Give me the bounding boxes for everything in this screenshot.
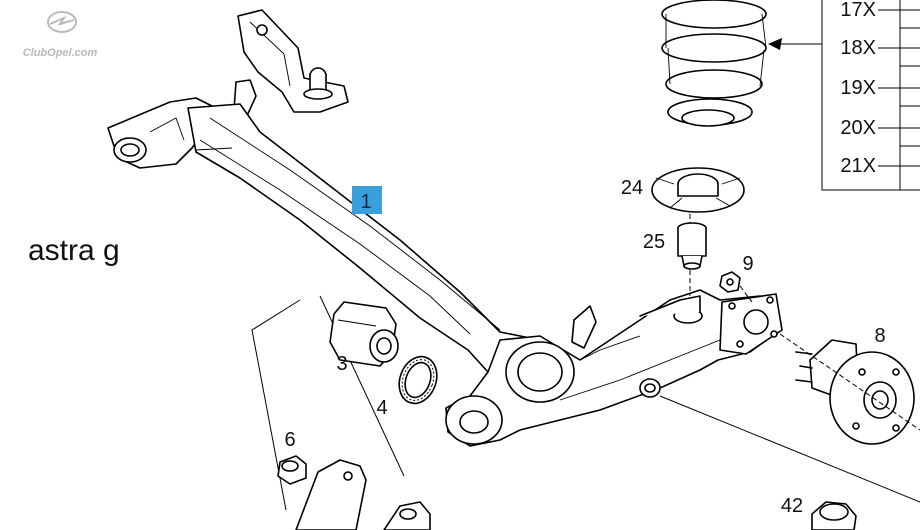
callout-3[interactable]: 3 (336, 353, 347, 375)
model-label: astra g (28, 234, 120, 267)
callout-4[interactable]: 4 (376, 397, 387, 419)
callout-6[interactable]: 6 (284, 429, 295, 451)
nut-right-part (719, 271, 741, 293)
spring-variant-18x[interactable]: 18X (840, 37, 876, 59)
spring-table (821, 0, 920, 191)
watermark-text: ClubOpel.com (23, 47, 98, 59)
watermark-logo: ClubOpel.com (23, 11, 98, 59)
spring-variant-21x[interactable]: 21X (840, 155, 876, 177)
callout-8[interactable]: 8 (874, 325, 885, 347)
abs-ring-part (398, 355, 438, 405)
callout-42[interactable]: 42 (781, 495, 803, 517)
arrow-icon (768, 38, 782, 50)
wheel-hub-part (779, 333, 920, 445)
axle-beam (107, 9, 783, 447)
bump-stop-part (677, 222, 707, 270)
coil-spring (661, 0, 767, 127)
spring-seat-part (651, 167, 745, 296)
bushing-part (329, 301, 399, 367)
nut-left-part (277, 455, 307, 485)
spring-variant-17x[interactable]: 17X (840, 0, 876, 21)
callout-1[interactable]: 1 (360, 191, 371, 213)
spring-variant-19x[interactable]: 19X (840, 77, 876, 99)
spring-variant-20x[interactable]: 20X (840, 117, 876, 139)
callout-24[interactable]: 24 (621, 177, 643, 199)
bushing-bottom-part (811, 501, 857, 530)
lower-bracket (295, 459, 431, 530)
callout-1-highlight (352, 186, 382, 214)
callout-25[interactable]: 25 (643, 231, 665, 253)
callout-9[interactable]: 9 (742, 253, 753, 275)
